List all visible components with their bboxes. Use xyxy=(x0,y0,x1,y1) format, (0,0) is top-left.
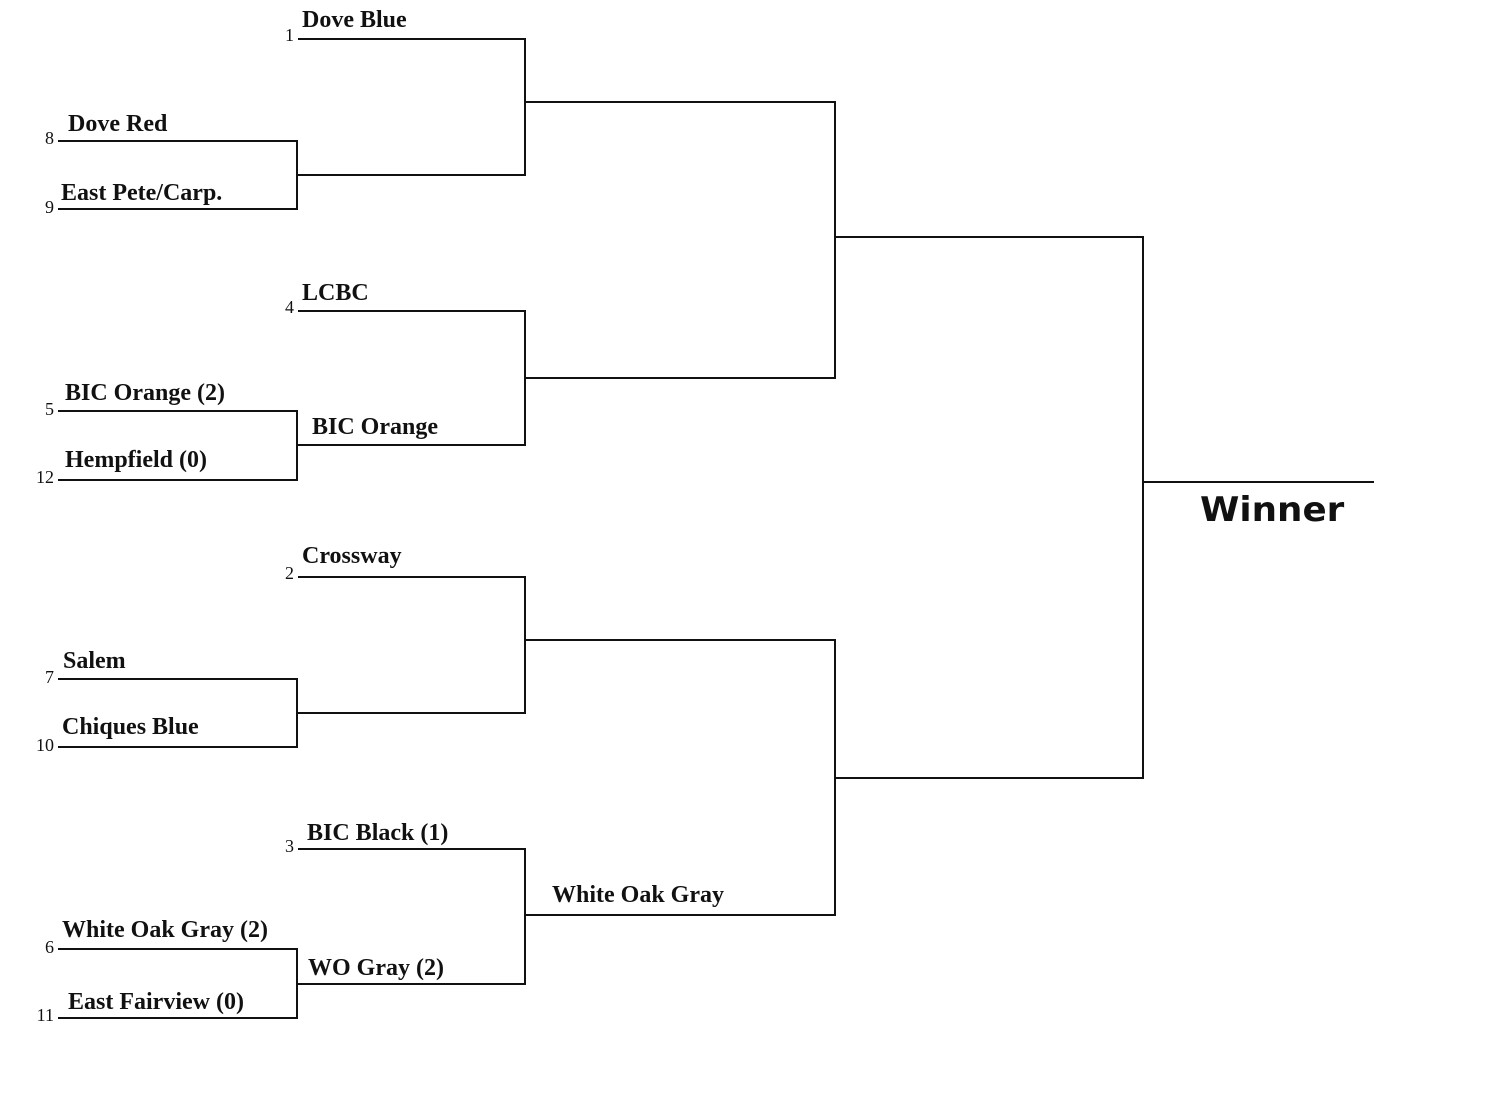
team-name: BIC Orange (2) xyxy=(65,380,225,406)
bracket-line-r2a-join xyxy=(524,38,526,176)
bracket-line-r1a-top xyxy=(58,140,298,142)
seed-number: 2 xyxy=(285,563,294,583)
match-result: White Oak Gray xyxy=(552,882,724,908)
bracket-line-r1d-out xyxy=(296,983,526,985)
bracket-line-r2d-join xyxy=(524,848,526,985)
seed-number: 11 xyxy=(36,1005,54,1025)
bracket-line-r1c-out xyxy=(296,712,526,714)
bracket-line-r1b-top xyxy=(58,410,298,412)
bracket-line-r2a-out xyxy=(524,101,836,103)
bracket-line-r1b-bottom xyxy=(58,479,298,481)
seed-number: 3 xyxy=(285,836,294,856)
bracket-line-r2d-top xyxy=(298,848,526,850)
bracket-line-sf-bottom-out xyxy=(834,777,1144,779)
bracket-line-r2b-out xyxy=(524,377,836,379)
match-result: BIC Orange xyxy=(312,414,438,440)
bracket-line-r2c-top xyxy=(298,576,526,578)
team-name: East Pete/Carp. xyxy=(61,180,223,206)
team-name: East Fairview (0) xyxy=(68,989,244,1015)
seed-number: 12 xyxy=(36,467,54,487)
bracket-line-sf-top-out xyxy=(834,236,1144,238)
bracket-line-r2c-out xyxy=(524,639,836,641)
team-name: BIC Black (1) xyxy=(307,820,449,846)
seed-number: 4 xyxy=(285,297,294,317)
bracket-line-r1c-bottom xyxy=(58,746,298,748)
seed-number: 7 xyxy=(45,667,54,687)
seed-number: 10 xyxy=(36,735,54,755)
seed-number: 5 xyxy=(45,399,54,419)
bracket-line-sf-top-join xyxy=(834,101,836,379)
team-name: Dove Red xyxy=(68,111,168,137)
bracket-line-final-join xyxy=(1142,236,1144,779)
team-name: Crossway xyxy=(302,543,402,569)
bracket-line-r1a-out xyxy=(296,174,526,176)
team-name: Salem xyxy=(63,648,126,674)
bracket-line-r2b-top xyxy=(298,310,526,312)
seed-number: 6 xyxy=(45,937,54,957)
bracket-line-r2d-out xyxy=(524,914,836,916)
bracket-line-r1d-bottom xyxy=(58,1017,298,1019)
team-name: LCBC xyxy=(302,280,369,306)
bracket-line-r1b-out xyxy=(296,444,526,446)
team-name: Chiques Blue xyxy=(62,714,199,740)
bracket-line-r1c-top xyxy=(58,678,298,680)
bracket-line-r1d-top xyxy=(58,948,298,950)
winner-label: Winner xyxy=(1200,490,1345,530)
bracket-line-r2a-top xyxy=(298,38,526,40)
team-name: White Oak Gray (2) xyxy=(62,917,268,943)
seed-number: 1 xyxy=(285,25,294,45)
team-name: Dove Blue xyxy=(302,7,407,33)
seed-number: 9 xyxy=(45,197,54,217)
match-result: WO Gray (2) xyxy=(308,955,444,981)
seed-number: 8 xyxy=(45,128,54,148)
team-name: Hempfield (0) xyxy=(65,447,207,473)
bracket-line-r1a-bottom xyxy=(58,208,298,210)
bracket-line-champion xyxy=(1142,481,1374,483)
bracket-line-r2c-join xyxy=(524,576,526,714)
